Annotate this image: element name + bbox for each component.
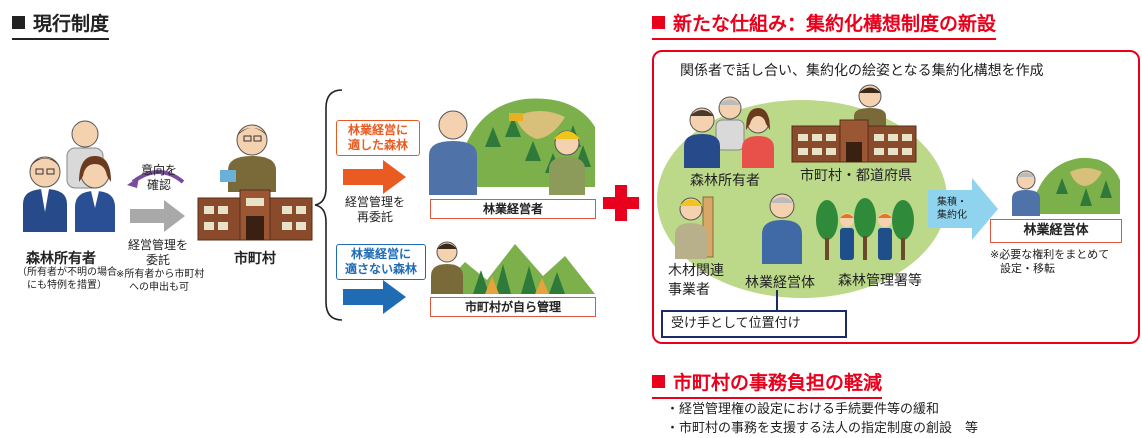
reentrust-label: 経営管理を 再委託 bbox=[344, 195, 405, 224]
receiver-box: 受け手として位置付け bbox=[661, 310, 847, 338]
current-system-title: 現行制度 bbox=[12, 9, 110, 40]
forest-owners-illustration bbox=[23, 120, 115, 232]
forest-owner-label: 森林所有者 bbox=[26, 251, 96, 267]
municipality-label: 市町村 bbox=[234, 251, 276, 267]
list-item: ・経営管理権の設定における手続要件等の緩和 bbox=[666, 402, 940, 417]
result-note: ※必要な権利をまとめて 設定・移転 bbox=[990, 248, 1110, 275]
owner-note: （所有者が不明の場合 にも特例を措置） bbox=[17, 267, 117, 291]
orange-arrow-icon bbox=[343, 160, 406, 194]
square-bullet-icon bbox=[652, 16, 665, 29]
consolidated-forest-illustration bbox=[1012, 157, 1120, 216]
municipality-prefecture-illustration bbox=[791, 84, 917, 163]
forest-office-illustration bbox=[816, 198, 914, 260]
forest-office-label: 森林管理署等 bbox=[838, 273, 922, 289]
list-item: ・市町村の事務を支援する法人の指定制度の創設 等 bbox=[666, 421, 979, 436]
municipality-illustration bbox=[197, 124, 313, 241]
unsuitable-forest-tag: 林業経営に 適さない森林 bbox=[336, 244, 426, 280]
forester-label: 林業経営体 bbox=[745, 275, 815, 291]
burden-title: 市町村の事務負担の軽減 bbox=[652, 368, 883, 399]
light-blue-arrow-icon bbox=[928, 178, 998, 240]
entrust-label: 経営管理を 委託 bbox=[127, 238, 188, 267]
entrust-note: ※所有者から市町村 への申出も可 bbox=[116, 269, 205, 293]
square-bullet-icon bbox=[652, 375, 665, 388]
curved-arrow-icon bbox=[127, 170, 185, 188]
new-system-title: 新たな仕組み：集約化構想制度の新設 bbox=[652, 9, 997, 40]
new-system-panel bbox=[652, 50, 1140, 344]
forester-illustration bbox=[762, 193, 802, 264]
square-bullet-icon bbox=[12, 16, 25, 29]
forester-box: 林業経営者 bbox=[430, 199, 596, 219]
result-forester-box: 林業経営体 bbox=[990, 219, 1122, 243]
consolidation-label: 集積・ 集約化 bbox=[937, 197, 967, 221]
gray-arrow-icon bbox=[130, 200, 185, 232]
timber-business-label: 木材関連 事業者 bbox=[668, 263, 724, 298]
owners-label: 森林所有者 bbox=[690, 173, 760, 189]
forest-management-illustration bbox=[429, 98, 595, 195]
intent-confirm-label: 意向を 確認 bbox=[140, 163, 177, 192]
plus-icon bbox=[603, 185, 639, 221]
brace-icon bbox=[314, 89, 343, 321]
blue-arrow-icon bbox=[343, 280, 406, 314]
timber-worker-illustration bbox=[675, 196, 714, 259]
municipality-prefecture-label: 市町村・都道府県 bbox=[800, 168, 912, 184]
owners-group-illustration bbox=[684, 96, 774, 168]
new-system-intro: 関係者で話し合い、集約化の絵姿となる集約化構想を作成 bbox=[680, 63, 1044, 79]
suitable-forest-tag: 林業経営に 適した森林 bbox=[336, 120, 420, 156]
burden-list: ・経営管理権の設定における手続要件等の緩和 ・市町村の事務を支援する法人の指定制… bbox=[666, 400, 978, 438]
connector-line bbox=[776, 290, 778, 312]
self-manage-box: 市町村が自ら管理 bbox=[430, 297, 596, 317]
municipal-forest-illustration bbox=[431, 241, 595, 294]
